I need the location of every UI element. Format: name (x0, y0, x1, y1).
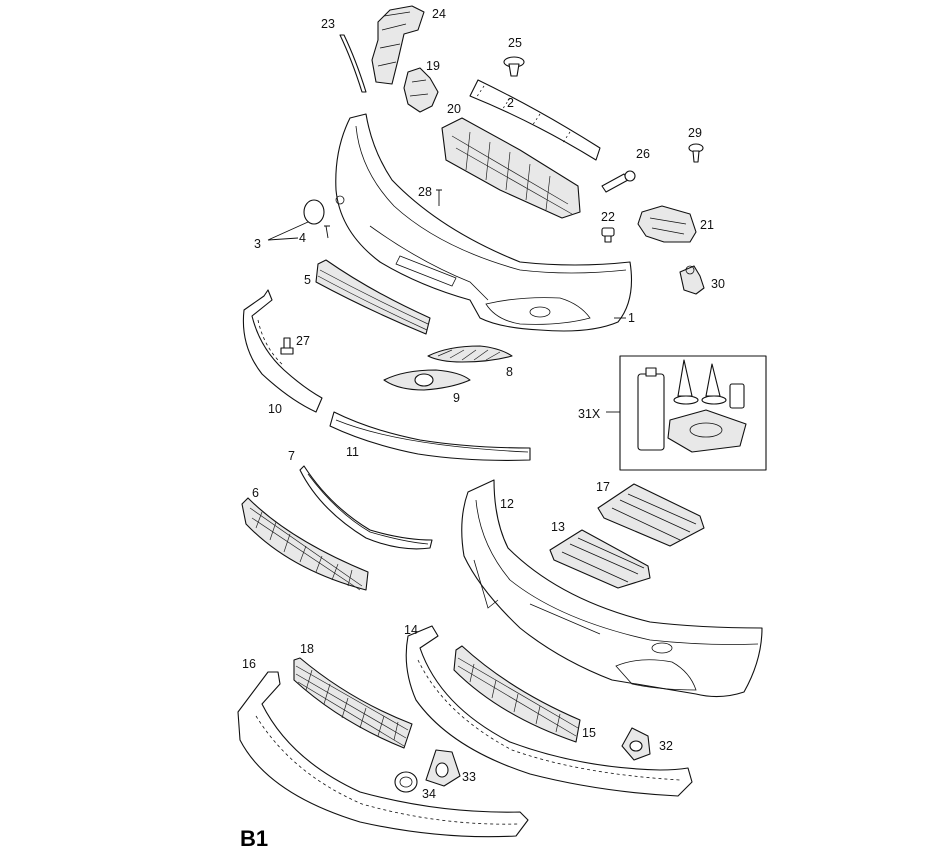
part-24-bracket (371, 5, 425, 85)
part-31x-repair-kit (606, 355, 767, 471)
callout-11: 11 (346, 445, 359, 459)
callout-1: 1 (628, 311, 635, 325)
part-7-grille-frame (299, 465, 433, 550)
part-3-tow-cap (303, 199, 325, 225)
callout-25: 25 (508, 36, 522, 50)
callout-7: 7 (288, 449, 295, 463)
part-8-fog-cover (427, 345, 513, 363)
callout-8: 8 (506, 365, 513, 379)
part-9-fog-cover (383, 369, 471, 391)
callout-34: 34 (422, 787, 436, 801)
callout-28: 28 (418, 185, 432, 199)
part-6-lower-grille (241, 497, 369, 591)
callout-3: 3 (254, 237, 261, 251)
part-21-bracket (637, 205, 697, 243)
callout-12: 12 (500, 497, 514, 511)
part-12-bumper-cover (461, 479, 763, 698)
part-13-underbody-shield (549, 529, 651, 589)
part-16-bumper-skirt (237, 671, 529, 838)
callout-6: 6 (252, 486, 259, 500)
part-27-bolt (280, 337, 294, 355)
callout-30: 30 (711, 277, 725, 291)
callout-21: 21 (700, 218, 714, 232)
callout-4: 4 (299, 231, 306, 245)
part-11-trim-strip (329, 411, 531, 461)
part-19-bracket (403, 67, 439, 113)
part-18-grille (293, 657, 413, 749)
part-5-upper-grille (315, 259, 431, 335)
callout-14: 14 (404, 623, 418, 637)
part-32-fog-ring (621, 727, 651, 761)
callout-5: 5 (304, 273, 311, 287)
callout-20: 20 (447, 102, 461, 116)
part-29-screw (688, 143, 704, 163)
callout-17: 17 (596, 480, 610, 494)
part-20-energy-absorber (441, 117, 581, 219)
callout-16: 16 (242, 657, 256, 671)
callout-22: 22 (601, 210, 615, 224)
callout-26: 26 (636, 147, 650, 161)
part-10-lip-spoiler (242, 289, 323, 413)
part-4-clip (324, 225, 330, 239)
part-23-trim-strip (339, 34, 367, 93)
callout-10: 10 (268, 402, 282, 416)
callout-33: 33 (462, 770, 476, 784)
part-28-pin (436, 189, 442, 206)
callout-24: 24 (432, 7, 446, 21)
part-30-bracket (679, 265, 705, 295)
callout-32: 32 (659, 739, 673, 753)
part-34-ring (394, 771, 418, 793)
callout-27: 27 (296, 334, 310, 348)
callout-31x: 31X (578, 407, 601, 421)
part-15-grille (453, 645, 581, 743)
part-26-rivet (601, 170, 636, 193)
part-1-bumper-cover (335, 113, 633, 332)
callout-15: 15 (582, 726, 596, 740)
part-17-underbody-shield (597, 483, 705, 547)
callout-2: 2 (507, 96, 514, 110)
callout-29: 29 (688, 126, 702, 140)
callout-13: 13 (551, 520, 565, 534)
part-33-bezel (425, 749, 461, 787)
callout-19: 19 (426, 59, 440, 73)
leader-3-4 (267, 221, 309, 241)
callout-23: 23 (321, 17, 335, 31)
part-2-absorber-strip (469, 79, 601, 161)
part-25-push-clip (503, 56, 525, 77)
part-14-bumper-skirt (405, 625, 693, 797)
sheet-label: B1 (240, 826, 268, 851)
part-22-nut (601, 227, 615, 243)
callout-9: 9 (453, 391, 460, 405)
callout-18: 18 (300, 642, 314, 656)
